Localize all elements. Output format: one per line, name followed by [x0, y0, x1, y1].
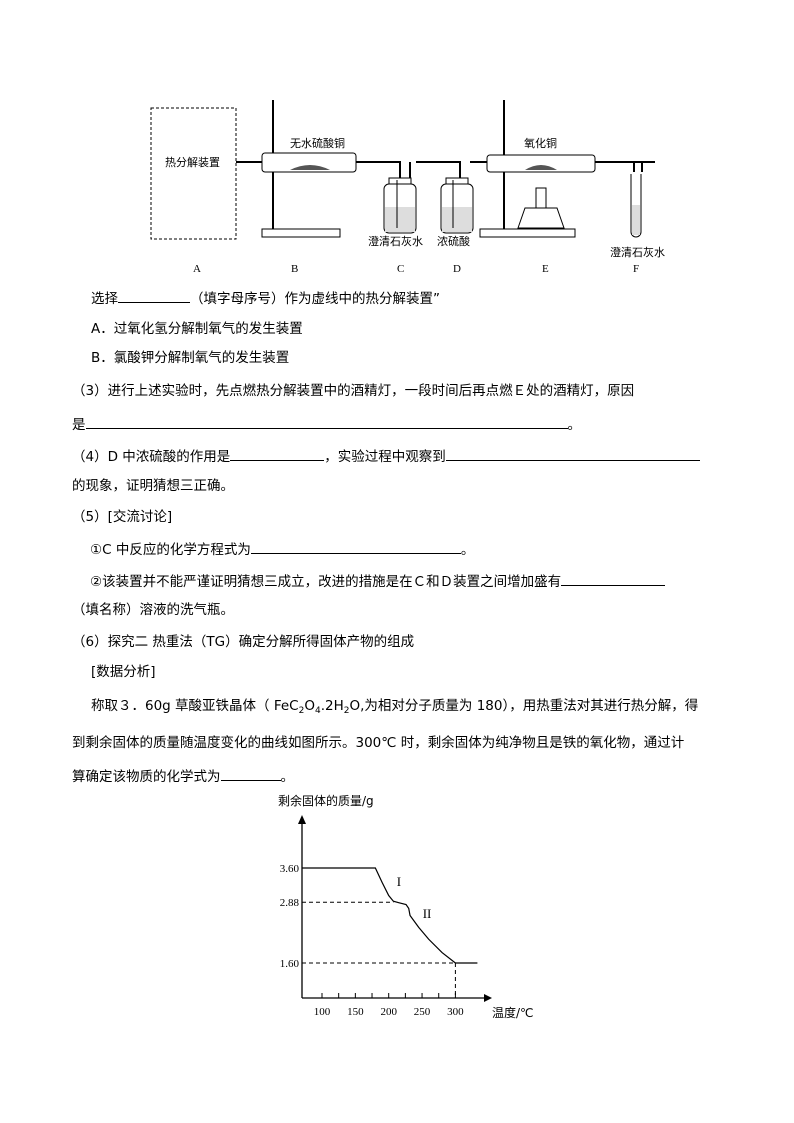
q3-text: （3）进行上述实验时，先点燃热分解装置中的酒精灯，一段时间后再点燃Ｅ处的酒精灯，…	[72, 383, 635, 399]
stage-label: I	[397, 874, 401, 889]
answer-blank[interactable]	[561, 571, 666, 586]
answer-blank[interactable]	[220, 766, 281, 781]
apparatus-diagram: 热分解装置 无水硫酸铜 澄清石灰水 浓硫酸 氧化铜 澄清石	[150, 100, 665, 275]
svg-text:无水硫酸铜: 无水硫酸铜	[290, 136, 345, 150]
apparatus-f: 澄清石灰水	[610, 174, 665, 259]
y-tick-label: 3.60	[280, 863, 300, 875]
svg-text:澄清石灰水: 澄清石灰水	[610, 245, 665, 259]
apparatus-e: 氧化铜	[479, 100, 596, 238]
letter-f: F	[633, 263, 639, 275]
answer-blank[interactable]	[118, 288, 190, 303]
stage-label: II	[423, 906, 432, 921]
q3-answer-line: 是。	[72, 414, 581, 434]
answer-blank[interactable]	[85, 414, 568, 429]
thermal-decomposition-box	[150, 107, 237, 240]
x-tick-label: 150	[347, 1006, 364, 1018]
q6-title: （6）探究二 热重法（TG）确定分解所得固体产物的组成	[72, 634, 415, 650]
paragraph-line1: 称取３．60g 草酸亚铁晶体（ FeC2O4.2H2O,为相对分子质量为 180…	[91, 698, 699, 716]
letter-c: C	[397, 263, 404, 275]
x-tick-label: 100	[314, 1006, 331, 1018]
paragraph-line2: 到剩余固体的质量随温度变化的曲线如图所示。300℃ 时，剩余固体为纯净物且是铁的…	[72, 735, 685, 751]
x-tick-label: 250	[414, 1006, 431, 1018]
option-b: B．氯酸钾分解制氧气的发生装置	[91, 350, 290, 366]
q5-2-line2: （填名称）溶液的洗气瓶。	[72, 602, 234, 618]
select-question: 选择（填字母序号）作为虚线中的热分解装置”	[91, 288, 440, 308]
q5-2: ②该装置并不能严谨证明猜想三成立，改进的措施是在Ｃ和Ｄ装置之间增加盛有	[90, 571, 666, 591]
svg-text:氧化铜: 氧化铜	[524, 136, 557, 150]
y-axis-arrow	[298, 815, 306, 824]
paragraph-line3: 算确定该物质的化学式为。	[72, 766, 294, 786]
q5-title: （5）[交流讨论]	[72, 509, 173, 525]
mass-curve	[301, 867, 478, 964]
x-axis-arrow	[484, 994, 492, 1002]
x-tick-label: 300	[447, 1006, 464, 1018]
y-axis-label: 剩余固体的质量/g	[278, 793, 374, 808]
q5-1: ①C 中反应的化学方程式为。	[90, 539, 474, 559]
q4-line2: 的现象，证明猜想三正确。	[72, 478, 234, 494]
answer-blank[interactable]	[230, 446, 325, 461]
letter-b: B	[291, 263, 298, 275]
apparatus-c: 澄清石灰水	[368, 177, 423, 248]
svg-text:浓硫酸: 浓硫酸	[437, 234, 470, 248]
svg-text:澄清石灰水: 澄清石灰水	[368, 234, 423, 248]
answer-blank[interactable]	[250, 539, 461, 554]
letter-e: E	[542, 263, 549, 275]
q4-text: （4）D 中浓硫酸的作用是，实验过程中观察到	[72, 446, 700, 466]
apparatus-b: 无水硫酸铜	[261, 100, 357, 238]
data-analysis-heading: [数据分析]	[91, 664, 156, 680]
option-a: A．过氧化氢分解制氧气的发生装置	[91, 321, 303, 337]
box-label: 热分解装置	[165, 155, 220, 169]
letter-d: D	[453, 263, 461, 275]
y-tick-label: 1.60	[280, 958, 300, 970]
x-tick-label: 200	[380, 1006, 397, 1018]
letter-a: A	[193, 263, 201, 275]
apparatus-d: 浓硫酸	[437, 177, 474, 248]
x-axis-label: 温度/℃	[492, 1005, 534, 1020]
answer-blank[interactable]	[445, 446, 700, 461]
y-tick-label: 2.88	[280, 897, 300, 909]
